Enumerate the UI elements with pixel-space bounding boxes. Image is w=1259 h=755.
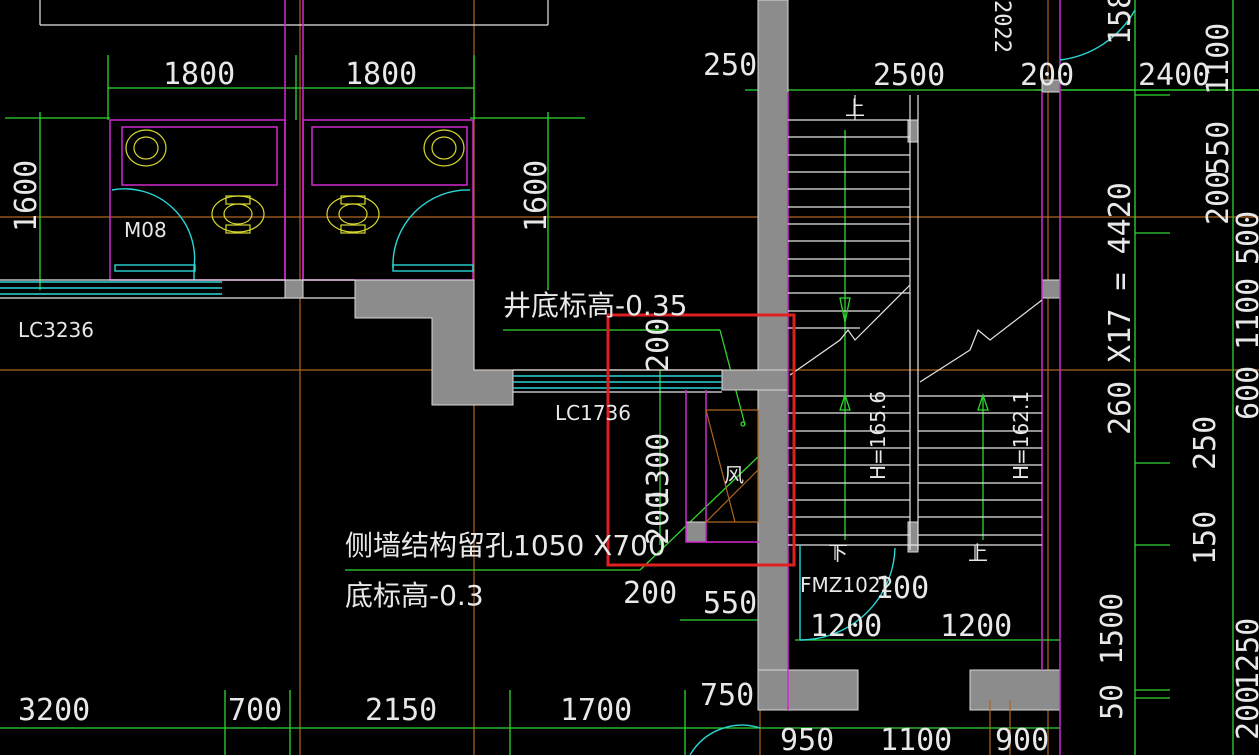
label-stair-down: 下 <box>828 541 848 565</box>
dim-1200-a: 1200 <box>810 609 882 644</box>
top-partial-lines <box>39 0 549 280</box>
dim-3200: 3200 <box>18 693 90 728</box>
label-h-right: H=162.1 <box>1009 391 1033 480</box>
label-stair-up-1: 上 <box>845 96 865 120</box>
labels: M08 LC3236 LC1736 FMZ1022 风 上 上 下 H=165.… <box>18 96 1033 597</box>
label-h-left: H=165.6 <box>866 391 890 480</box>
annotations: 井底标高-0.35 侧墙结构留孔1050 X700 底标高-0.3 <box>345 289 687 612</box>
dim-right-600: 600 <box>1231 366 1259 420</box>
label-window-lc1736: LC1736 <box>555 401 631 425</box>
highlight-rectangle[interactable] <box>606 313 796 567</box>
dim-50: 50 <box>1095 684 1130 720</box>
dim-1700: 1700 <box>560 693 632 728</box>
dimension-texts: 1800 1800 250 2500 200 2400 1600 1600 11… <box>9 0 1259 755</box>
dim-100: 100 <box>875 571 929 606</box>
dim-950: 950 <box>780 723 834 755</box>
dim-right-200b: 200 <box>1231 686 1259 740</box>
dim-1600-left: 1600 <box>9 160 44 232</box>
dim-right-200: 200 <box>1201 171 1236 225</box>
dim-2500: 2500 <box>873 58 945 93</box>
dim-1800-left: 1800 <box>163 57 235 92</box>
dim-550: 550 <box>703 586 757 621</box>
label-window-lc3236: LC3236 <box>18 318 94 342</box>
dim-right-1100b: 1100 <box>1231 278 1259 350</box>
dim-158: 158 <box>1103 0 1138 45</box>
dim-right-1250: 1250 <box>1231 618 1259 690</box>
dim-750: 750 <box>700 678 754 713</box>
dim-250: 250 <box>703 48 757 83</box>
dim-shaft-200-top: 200 <box>641 318 676 372</box>
label-door-m08: M08 <box>124 218 167 242</box>
label-fire-door: FMZ1022 <box>800 573 893 597</box>
dim-right-1100: 1100 <box>1201 23 1236 95</box>
dim-right-150: 150 <box>1188 511 1223 565</box>
window-lc1736-lines <box>513 369 722 393</box>
dim-2150: 2150 <box>365 693 437 728</box>
stair <box>787 0 1061 755</box>
dim-top-partial: 2022 <box>989 0 1014 53</box>
dim-1100-bottom: 1100 <box>880 723 952 755</box>
note-opening-bottom-elevation: 底标高-0.3 <box>345 579 484 612</box>
air-shaft <box>685 390 760 543</box>
note-side-wall-opening: 侧墙结构留孔1050 X700 <box>345 529 666 562</box>
dim-2400: 2400 <box>1138 58 1210 93</box>
structural-walls <box>284 0 1061 711</box>
dim-right-550: 550 <box>1201 121 1236 175</box>
dim-1500: 1500 <box>1095 593 1130 665</box>
label-stair-up-2: 上 <box>968 541 988 565</box>
label-wind: 风 <box>724 463 744 487</box>
dim-1800-right: 1800 <box>345 57 417 92</box>
dim-stair-run: 260 X17 = 4420 <box>1103 182 1138 435</box>
dim-shaft-1300: 1300 <box>641 433 676 505</box>
dim-200-lower: 200 <box>623 576 677 611</box>
dim-900: 900 <box>995 723 1049 755</box>
dim-shaft-200-bottom: 200 <box>641 491 676 545</box>
note-shaft-bottom-elevation: 井底标高-0.35 <box>503 289 687 322</box>
dim-right-250: 250 <box>1188 416 1223 470</box>
bottom-misc <box>689 9 1136 755</box>
toilet-stalls <box>109 119 474 281</box>
dim-700: 700 <box>228 693 282 728</box>
dim-200-top: 200 <box>1020 58 1074 93</box>
dim-right-500: 500 <box>1231 211 1259 265</box>
dim-1200-b: 1200 <box>940 609 1012 644</box>
dim-1600-right: 1600 <box>519 160 554 232</box>
